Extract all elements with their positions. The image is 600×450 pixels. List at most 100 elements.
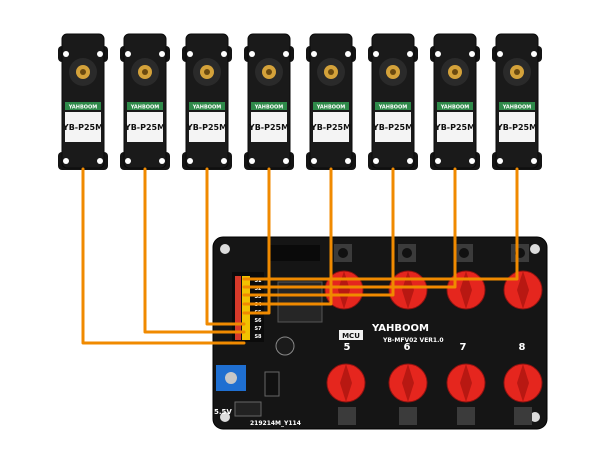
pin-label: S2 bbox=[254, 286, 262, 292]
mount-hole-icon bbox=[283, 158, 289, 164]
mount-hole-icon bbox=[97, 51, 103, 57]
pin-label: S6 bbox=[254, 318, 262, 324]
servo-horn-icon bbox=[390, 69, 396, 75]
mount-hole-icon bbox=[373, 51, 379, 57]
mount-hole-icon bbox=[159, 51, 165, 57]
servo-brand: YAHBOOM bbox=[502, 105, 532, 111]
button-cap-icon bbox=[459, 248, 469, 258]
servo-model: YB-P25M bbox=[434, 123, 475, 132]
mount-hole-icon bbox=[531, 158, 537, 164]
servo-model: YB-P25M bbox=[310, 123, 351, 132]
servo-wire-1 bbox=[81, 167, 246, 345]
servo-brand: YAHBOOM bbox=[68, 105, 98, 111]
terminal-screw-icon bbox=[225, 372, 237, 384]
servo-3: YAHBOOM YB-P25M bbox=[182, 33, 232, 170]
pin-header-strip bbox=[242, 276, 250, 340]
servo-model-panel bbox=[65, 112, 101, 142]
servo-label-strip bbox=[313, 102, 349, 110]
servo-model-panel bbox=[499, 112, 535, 142]
servo-horn-icon bbox=[142, 69, 148, 75]
servo-6: YAHBOOM YB-P25M bbox=[368, 33, 418, 170]
servo-model-panel bbox=[251, 112, 287, 142]
servo-label-strip bbox=[189, 102, 225, 110]
servo-brand: YAHBOOM bbox=[316, 105, 346, 111]
regulator-icon bbox=[264, 371, 280, 397]
servo-label-strip bbox=[437, 102, 473, 110]
servo-7: YAHBOOM YB-P25M bbox=[430, 33, 480, 170]
mount-hole-icon bbox=[407, 51, 413, 57]
pin-label: S7 bbox=[254, 326, 262, 332]
mount-hole-icon bbox=[469, 158, 475, 164]
mount-hole-icon bbox=[345, 158, 351, 164]
chip-top-header bbox=[268, 245, 320, 261]
mount-hole-icon bbox=[435, 51, 441, 57]
servo-wires bbox=[81, 167, 519, 345]
servo-model-panel bbox=[189, 112, 225, 142]
servo-2: YAHBOOM YB-P25M bbox=[120, 33, 170, 170]
mount-hole-icon bbox=[221, 158, 227, 164]
board-code: 219214M_Y114 bbox=[250, 420, 301, 427]
servo-model-panel bbox=[437, 112, 473, 142]
mount-hole-icon bbox=[97, 158, 103, 164]
controller-board: S1 S2 S3 S4 S5 S6 S7 S8 MCU YAHBOOM YB-M… bbox=[212, 236, 548, 430]
servo-model-panel bbox=[127, 112, 163, 142]
servo-model: YB-P25M bbox=[186, 123, 227, 132]
servo-wire-5 bbox=[242, 167, 333, 306]
servo-brand: YAHBOOM bbox=[254, 105, 284, 111]
servo-1: YAHBOOM YB-P25M bbox=[58, 33, 108, 170]
knob-number: 6 bbox=[404, 342, 411, 353]
knob-grip-icon bbox=[517, 271, 529, 309]
servo-horn-icon bbox=[328, 69, 334, 75]
servo-label-strip bbox=[127, 102, 163, 110]
button-cap-icon bbox=[338, 248, 348, 258]
mount-hole-icon bbox=[63, 51, 69, 57]
servo-label-strip bbox=[375, 102, 411, 110]
servo-wire-6 bbox=[242, 167, 395, 297]
mount-hole-icon bbox=[311, 51, 317, 57]
mount-hole-icon bbox=[311, 158, 317, 164]
mount-hole-icon bbox=[497, 51, 503, 57]
mount-hole-icon bbox=[283, 51, 289, 57]
mount-hole-icon bbox=[125, 51, 131, 57]
mount-hole-icon bbox=[221, 51, 227, 57]
servo-model: YB-P25M bbox=[62, 123, 103, 132]
switch-block bbox=[234, 401, 262, 417]
mount-hole-icon bbox=[497, 158, 503, 164]
servo-horn-icon bbox=[266, 69, 272, 75]
button-icon bbox=[457, 407, 475, 425]
button-icon bbox=[514, 407, 532, 425]
servo-label-strip bbox=[65, 102, 101, 110]
servo-horn-icon bbox=[452, 69, 458, 75]
servo-wire-8 bbox=[242, 167, 519, 281]
servo-5: YAHBOOM YB-P25M bbox=[306, 33, 356, 170]
power-label: 5.5V bbox=[214, 408, 232, 416]
button-icon bbox=[399, 407, 417, 425]
board-mount-hole-icon bbox=[220, 412, 230, 422]
servo-model: YB-P25M bbox=[248, 123, 289, 132]
pin-header-strip bbox=[235, 276, 241, 340]
servo-wire-7 bbox=[242, 167, 457, 289]
mount-hole-icon bbox=[345, 51, 351, 57]
mount-hole-icon bbox=[531, 51, 537, 57]
mount-hole-icon bbox=[249, 158, 255, 164]
board-brand: YAHBOOM bbox=[371, 323, 429, 334]
servo-row: YAHBOOM YB-P25M YAHBOOM YB-P25M bbox=[58, 33, 542, 170]
knob-number: 5 bbox=[344, 342, 351, 353]
board-mount-hole-icon bbox=[530, 244, 540, 254]
mount-hole-icon bbox=[125, 158, 131, 164]
mount-hole-icon bbox=[159, 158, 165, 164]
servo-model-panel bbox=[375, 112, 411, 142]
mount-hole-icon bbox=[187, 158, 193, 164]
mount-hole-icon bbox=[249, 51, 255, 57]
servo-model: YB-P25M bbox=[124, 123, 165, 132]
board-mount-hole-icon bbox=[530, 412, 540, 422]
mount-hole-icon bbox=[373, 158, 379, 164]
servo-horn-icon bbox=[204, 69, 210, 75]
board-mount-hole-icon bbox=[220, 244, 230, 254]
pin-label: S3 bbox=[254, 294, 262, 300]
servo-brand: YAHBOOM bbox=[130, 105, 160, 111]
servo-model: YB-P25M bbox=[496, 123, 537, 132]
servo-wire-2 bbox=[143, 167, 246, 334]
mcu-label: MCU bbox=[342, 332, 360, 340]
